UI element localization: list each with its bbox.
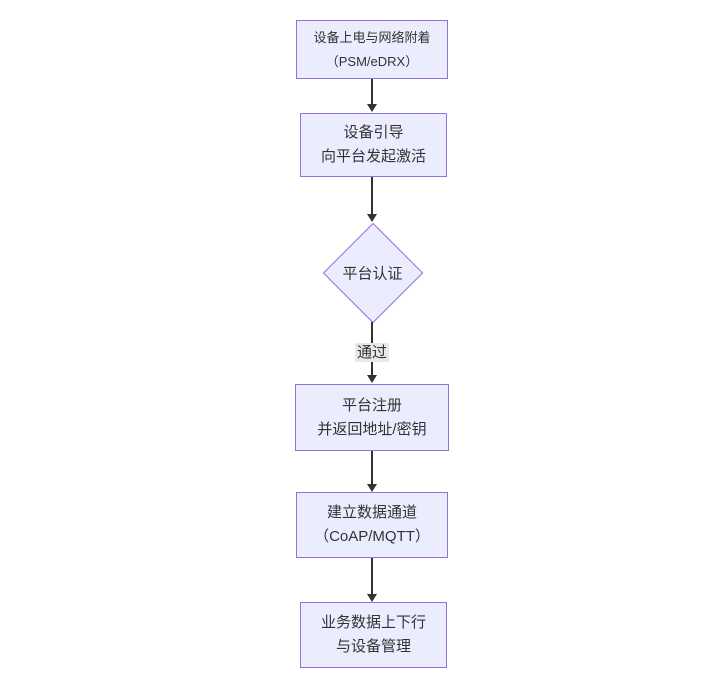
arrow-register-to-channel	[365, 451, 379, 492]
node-business-line1: 业务数据上下行	[320, 614, 426, 631]
arrowhead-icon	[367, 484, 377, 492]
node-register-line1: 平台注册	[341, 396, 402, 414]
node-platform-register: 平台注册 并返回地址/密钥	[295, 384, 449, 451]
node-bootstrap-activate: 设备引导 向平台发起激活	[300, 113, 447, 177]
arrowhead-icon	[367, 104, 377, 112]
arrow-shaft	[371, 451, 373, 487]
arrow-power-to-bootstrap	[365, 79, 379, 112]
node-bootstrap-line2: 向平台发起激活	[320, 148, 426, 165]
arrow-channel-to-business	[365, 558, 379, 602]
node-business-line2: 与设备管理	[335, 638, 411, 655]
arrow-shaft	[371, 79, 373, 107]
node-bootstrap-line1: 设备引导	[343, 124, 404, 141]
arrowhead-icon	[367, 375, 377, 383]
arrow-shaft	[371, 177, 373, 217]
decision-platform-auth-label: 平台认证	[342, 265, 403, 282]
node-register-line2: 并返回地址/密钥	[317, 420, 427, 438]
node-business-data: 业务数据上下行 与设备管理	[300, 602, 447, 668]
node-channel-line1: 建立数据通道	[326, 504, 417, 521]
decision-platform-auth: 平台认证	[322, 222, 423, 323]
node-power-attach: 设备上电与网络附着 （PSM/eDRX）	[296, 20, 448, 79]
arrow-shaft	[371, 558, 373, 597]
edge-label-pass: 通过	[354, 343, 390, 362]
node-channel-line2: （CoAP/MQTT）	[314, 528, 430, 545]
arrow-bootstrap-to-auth	[365, 177, 379, 222]
node-power-attach-line2: （PSM/eDRX）	[325, 53, 419, 69]
node-power-attach-line1: 设备上电与网络附着	[313, 29, 431, 45]
arrowhead-icon	[367, 214, 377, 222]
node-data-channel: 建立数据通道 （CoAP/MQTT）	[296, 492, 448, 558]
arrowhead-icon	[367, 594, 377, 602]
